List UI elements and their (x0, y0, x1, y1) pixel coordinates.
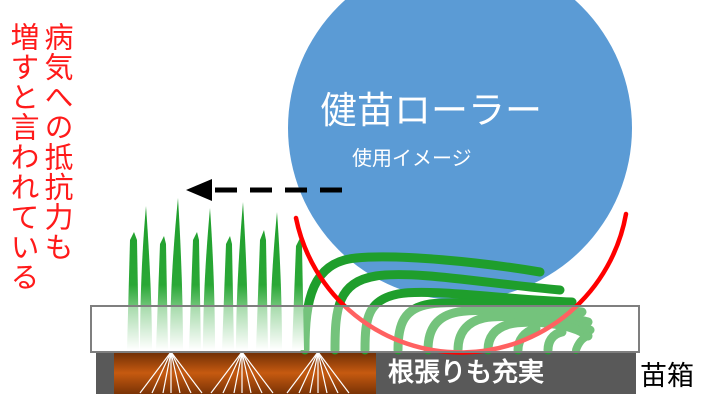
tray-frame (90, 305, 640, 353)
dashed-left-arrow-icon (186, 179, 342, 201)
upright-seedling (270, 212, 282, 350)
bent-seedling (483, 317, 593, 355)
roots-label: 根張りも充実 (388, 358, 545, 388)
bent-seedling (393, 298, 587, 355)
upright-seedling (203, 208, 215, 350)
upright-seedling (236, 202, 248, 350)
upright-seedling (292, 238, 304, 350)
bent-seedling (423, 305, 593, 355)
root-cluster (286, 351, 350, 394)
roller-title: 健苗ローラー (320, 89, 542, 132)
resistance-note-line-2: 増すと言われている (6, 22, 40, 292)
upright-seedling (127, 232, 139, 350)
roller-subtitle: 使用イメージ (352, 146, 472, 170)
roots (139, 351, 350, 394)
upright-seedlings (127, 198, 304, 350)
upright-seedling (189, 232, 201, 350)
bent-seedling (300, 252, 545, 355)
upright-seedling (156, 236, 168, 350)
bent-seedling (572, 332, 592, 354)
root-cluster (139, 351, 203, 394)
bent-seedling (330, 270, 565, 355)
upright-seedling (222, 236, 234, 350)
upright-seedling (140, 206, 152, 350)
resistance-note-line-1: 病気への抵抗力も (40, 22, 74, 262)
seedling-box-label: 苗箱 (640, 361, 694, 392)
roller (288, 0, 632, 300)
bent-seedlings (300, 252, 595, 355)
bent-seedling (360, 287, 577, 355)
root-cluster (210, 351, 274, 394)
bent-seedling (543, 327, 567, 355)
upright-seedling (170, 198, 183, 350)
upright-seedling (256, 230, 268, 350)
bent-seedling (513, 323, 541, 355)
